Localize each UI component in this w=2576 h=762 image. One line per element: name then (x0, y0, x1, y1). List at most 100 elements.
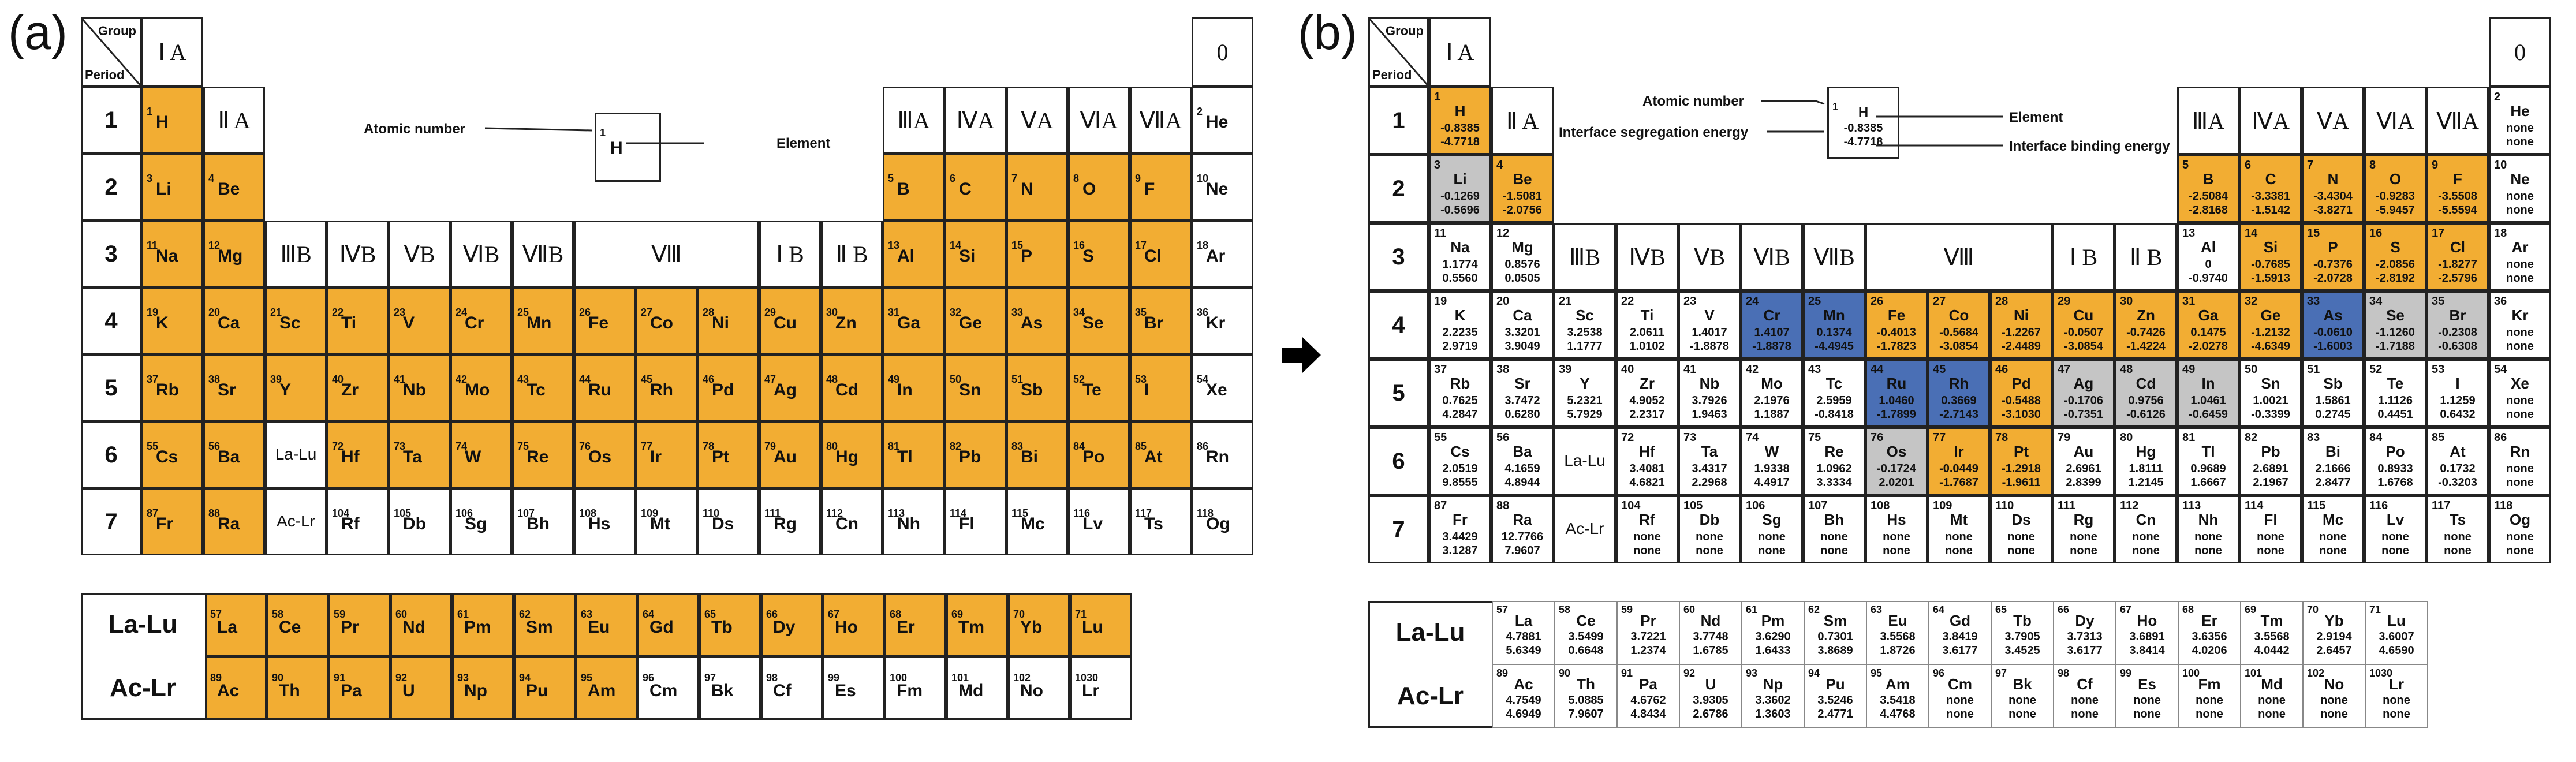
binding-energy: 4.6821 (1629, 476, 1665, 489)
binding-energy: none (2506, 272, 2534, 285)
atomic-number: 47 (2058, 363, 2071, 376)
binding-energy: -0.7351 (2064, 408, 2103, 421)
segregation-energy: 1.5861 (2315, 394, 2351, 407)
group-header: ⅥA (1068, 87, 1130, 154)
element-symbol: Au (2073, 443, 2094, 460)
segregation-energy: -0.1269 (1440, 190, 1480, 203)
binding-energy: 0.0505 (1504, 272, 1540, 285)
atomic-number: 16 (2369, 227, 2383, 240)
atomic-number: 50 (950, 373, 962, 385)
element-symbol: Lv (2386, 511, 2405, 528)
element-symbol: Y (279, 380, 292, 399)
atomic-number: 52 (1073, 373, 1085, 385)
element-symbol: K (156, 313, 169, 333)
atomic-number: 70 (1013, 608, 1025, 620)
atomic-number: 73 (1683, 431, 1697, 444)
legend-symbol: H (1858, 104, 1869, 120)
element-symbol: Xe (2511, 375, 2529, 392)
segregation-energy: 2.1666 (2315, 462, 2351, 475)
group-header: Ⅰ A (141, 17, 203, 87)
element-symbol: F (1144, 180, 1155, 199)
element-symbol: Ru (1886, 375, 1907, 392)
atomic-number: 13 (2182, 227, 2196, 240)
atomic-number: 100 (2182, 667, 2200, 679)
binding-energy: 3.1287 (1442, 544, 1478, 557)
element-symbol: Nb (403, 380, 426, 399)
element-symbol: H (156, 113, 169, 132)
element-symbol: Md (2261, 675, 2283, 693)
binding-energy: -0.8418 (1815, 408, 1854, 421)
element-symbol: V (1704, 307, 1715, 324)
atomic-number: 17 (2432, 227, 2445, 240)
element-symbol: Zr (341, 380, 359, 399)
segregation-energy: -0.1724 (1877, 462, 1916, 475)
binding-energy: -2.8168 (2189, 204, 2228, 216)
atomic-number: 80 (826, 440, 838, 452)
atomic-number: 20 (1496, 295, 1510, 308)
binding-energy: -1.8878 (1690, 340, 1729, 353)
atomic-number: 27 (1933, 295, 1946, 308)
period-label: 1 (81, 87, 141, 154)
atomic-number: 96 (643, 672, 655, 683)
atomic-number: 58 (272, 608, 284, 620)
binding-energy: -1.7899 (1877, 408, 1916, 421)
legend-symbol: H (610, 139, 623, 158)
atomic-number: 24 (456, 307, 468, 318)
group-header: ⅦB (512, 221, 574, 287)
binding-energy: 4.0206 (2192, 644, 2227, 657)
atomic-number: 116 (2369, 499, 2388, 512)
element-symbol: Ir (650, 447, 662, 466)
atomic-number: 30 (2120, 295, 2133, 308)
element-symbol: Rb (1450, 375, 1470, 392)
atomic-number: 1030 (2369, 667, 2393, 679)
atomic-number: 99 (828, 672, 840, 683)
atomic-number: 61 (1746, 604, 1758, 615)
binding-energy: 3.3334 (1816, 476, 1852, 489)
binding-energy: none (2257, 544, 2284, 557)
segregation-energy: 3.7926 (1692, 394, 1727, 407)
element-symbol: Ge (959, 313, 983, 333)
binding-energy: none (2506, 340, 2534, 353)
element-symbol: Rg (2073, 511, 2094, 528)
atomic-number: 40 (332, 373, 344, 385)
binding-energy: none (2506, 136, 2534, 148)
atomic-number: 35 (1135, 307, 1147, 318)
element-symbol: Li (156, 180, 171, 199)
binding-energy: -2.0278 (2189, 340, 2228, 353)
group-header: ⅢA (2177, 87, 2239, 155)
element-symbol: Fl (959, 514, 975, 533)
element-symbol: Sb (2323, 375, 2343, 392)
segregation-energy: -1.5081 (1503, 190, 1542, 203)
binding-energy: 1.1777 (1567, 340, 1603, 353)
atomic-number: 74 (456, 440, 468, 452)
element-symbol: Re (527, 447, 549, 466)
atomic-number: 23 (394, 307, 406, 318)
binding-energy: 2.9719 (1442, 340, 1478, 353)
segregation-energy: 4.7881 (1506, 630, 1541, 643)
atomic-number: 71 (2369, 604, 2381, 615)
atomic-number: 96 (1933, 667, 1945, 679)
atomic-number: 26 (1871, 295, 1884, 308)
